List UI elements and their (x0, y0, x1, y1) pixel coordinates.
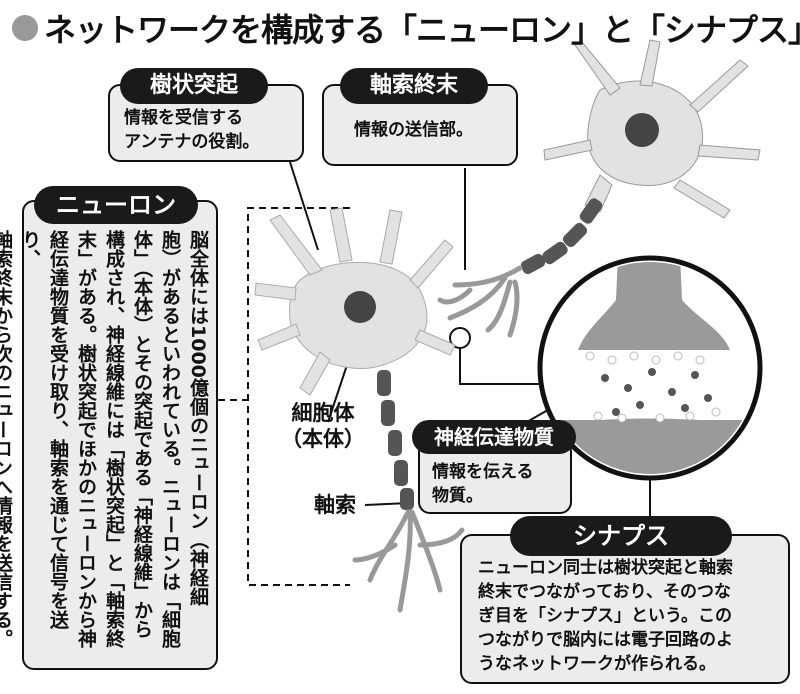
neuron-body-col-7: 軸索終末から次のニューロンへ情報を送信する。 (0, 230, 13, 648)
bullet-icon (12, 15, 38, 41)
synapse-label: シナプス (510, 516, 732, 556)
dendrite-desc-line1: 情報を受信する (124, 108, 243, 128)
neuron-body-col-3: 体」（本体）とその突起である「神経線維」から (131, 230, 153, 639)
cell-body-label: 細胞体 （本体） (268, 400, 378, 452)
neuron-body-col-1: 脳全体には1000億個のニューロン（神経細 (187, 230, 209, 606)
upper-axon (520, 198, 603, 275)
axon-terminal-label: 軸索終末 (340, 68, 488, 104)
cell-body-line2: （本体） (281, 427, 365, 451)
upper-nucleus (625, 113, 659, 147)
neurotransmitter-label: 神経伝達物質 (412, 420, 576, 454)
neurotransmitter-desc-line2: 物質。 (432, 486, 483, 506)
synapse-desc-line3: ぎ目を「シナプス」という。この (478, 606, 732, 626)
neuron-body-col-5: 末」がある。樹状突起でほかのニューロンから神 (75, 230, 97, 648)
dendrite-label: 樹状突起 (120, 68, 268, 104)
neuron-bracket-line (247, 207, 350, 586)
neurotransmitter-desc-line1: 情報を伝える (432, 462, 534, 482)
axon-terminal-branches (437, 265, 523, 338)
synapse-zoom (537, 255, 763, 481)
neuron-body-col-4: 構成され、神経線維には「樹状突起」と「軸索終 (103, 230, 125, 648)
dendrite-desc-line2: アンテナの役割。 (124, 132, 260, 152)
axon-terminal-desc: 情報の送信部。 (354, 120, 473, 140)
dendrite-leader-line (289, 161, 319, 251)
synapse-highlight-circle (449, 327, 471, 349)
synapse-desc-line5: うなネットワークが作られる。 (478, 654, 716, 674)
page-title: ネットワークを構成する「ニューロン」と「シナプス」の働き (44, 11, 800, 49)
synapse-desc-line4: つながりで脳内には電子回路のよ (478, 630, 733, 650)
main-axon (377, 370, 414, 510)
neuron-body-text: 脳全体には1000億個のニューロン（神経細 胞）があるといわれている。ニューロン… (0, 230, 212, 660)
synapse-desc-line2: 終末でつながっており、そのつな (478, 582, 731, 602)
main-nucleus (344, 291, 376, 323)
synapse-zoom-connector (459, 348, 560, 385)
synapse-desc-line1: ニューロン同士は樹状突起と軸索 (478, 558, 733, 578)
axon-label: 軸索 (314, 493, 356, 517)
neuron-text-box (22, 200, 218, 670)
neuron-body-col-6: 経伝達物質を受け取り、軸索を通じて信号を送り、 (19, 230, 69, 629)
synapse-callout (460, 534, 790, 684)
cell-body-line1: 細胞体 (291, 401, 355, 425)
lower-terminal-branches (352, 509, 465, 613)
title-row: ネットワークを構成する「ニューロン」と「シナプス」の働き (12, 6, 800, 50)
neuron-label: ニューロン (34, 186, 198, 224)
neuron-body-col-2: 胞）があるといわれている。ニューロンは「細胞 (159, 230, 181, 648)
